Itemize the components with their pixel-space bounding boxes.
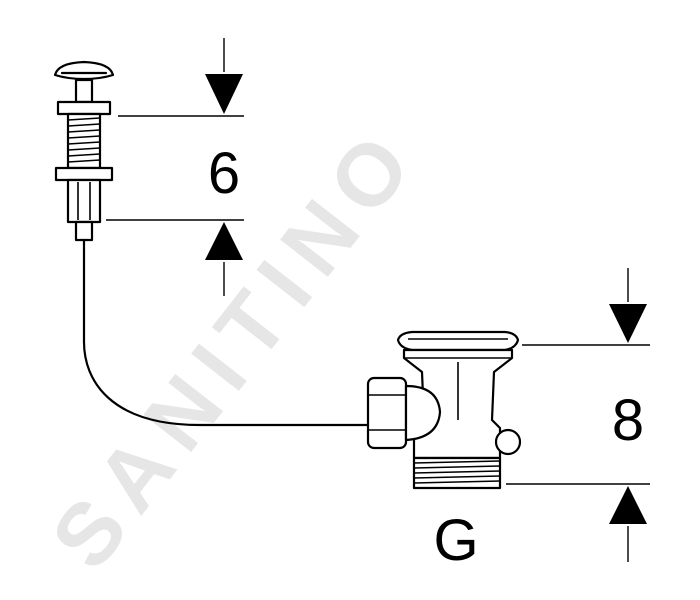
drain-valve xyxy=(366,330,522,490)
control-knob xyxy=(53,60,115,242)
upper-dimension xyxy=(106,38,244,296)
dimension-label-upper: 6 xyxy=(208,141,240,206)
bowden-cable xyxy=(82,238,387,427)
thread-label: G xyxy=(433,508,478,573)
dimension-label-lower: 8 xyxy=(612,388,644,453)
lower-dimension xyxy=(506,268,650,562)
